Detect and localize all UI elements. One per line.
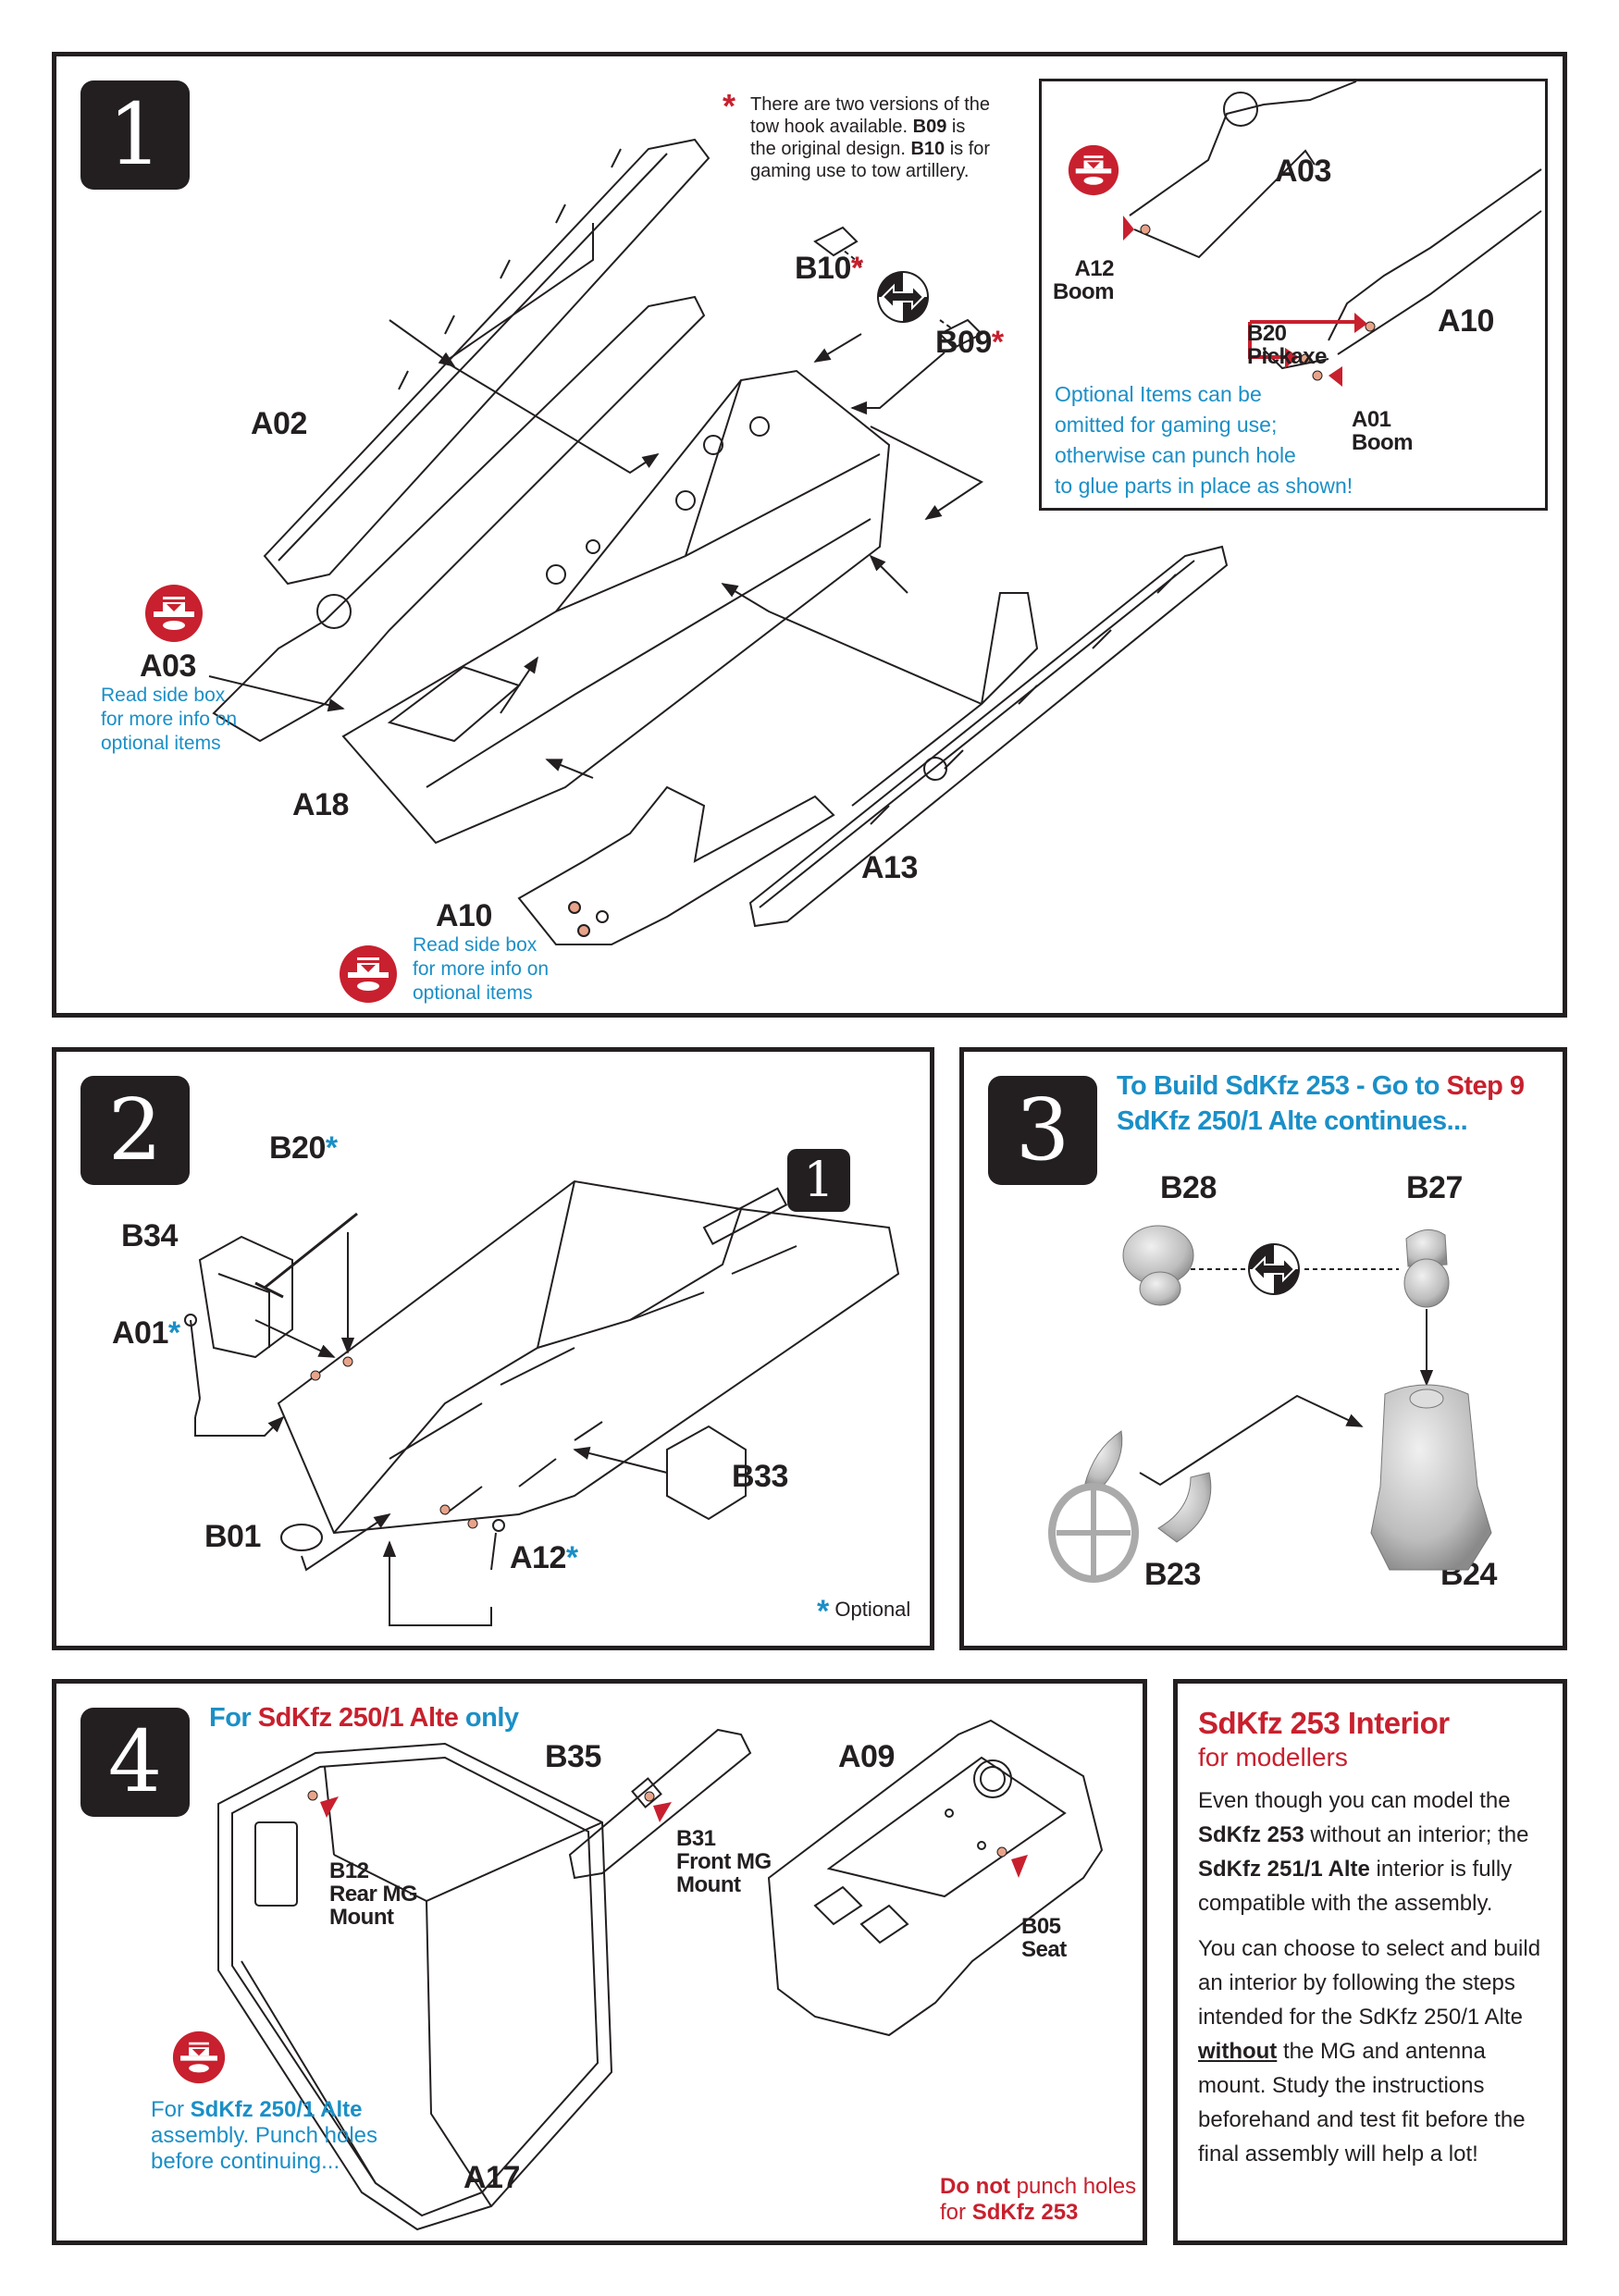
punch-hole-icon xyxy=(339,944,398,1004)
step-1-diagram xyxy=(208,138,1229,945)
label-a18: A18 xyxy=(292,787,349,822)
label-a02: A02 xyxy=(251,406,307,441)
part-b34-drawing xyxy=(198,1235,293,1359)
label-b33: B33 xyxy=(732,1459,788,1494)
step-number-badge: 2 xyxy=(80,1076,190,1185)
sidebar-paragraph-2: You can choose to select and build an in… xyxy=(1198,1936,1541,2166)
step-number-badge: 3 xyxy=(988,1076,1097,1185)
step-number-badge: 1 xyxy=(80,80,190,190)
part-b28-helmet-head xyxy=(1122,1225,1194,1306)
part-b01-drawing xyxy=(280,1524,323,1551)
part-b35-drawing xyxy=(568,1728,752,1880)
label-b09: B09* xyxy=(935,325,1004,360)
tow-hook-note: * There are two versions of the tow hook… xyxy=(723,87,991,182)
part-a10-drawing xyxy=(517,785,835,945)
part-b24-torso xyxy=(1370,1384,1492,1571)
label-b23: B23 xyxy=(1144,1557,1201,1592)
label-a13: A13 xyxy=(861,850,918,885)
punch-holes-note: For SdKfz 250/1 Alte assembly. Punch hol… xyxy=(151,2097,378,2174)
sdkfz-253-interior-sidebar: SdKfz 253 Interior for modellers Even th… xyxy=(1173,1679,1567,2245)
hull-drawing xyxy=(277,1179,900,1535)
label-a12: A12* xyxy=(510,1540,578,1575)
step-3-diagram xyxy=(1048,1225,1492,1583)
part-b23-arms-wheel xyxy=(1048,1430,1212,1583)
step-4-panel: 4 For SdKfz 250/1 Alte only B35 xyxy=(52,1679,1147,2245)
label-b27: B27 xyxy=(1406,1170,1463,1205)
step-number-badge: 4 xyxy=(80,1708,190,1817)
step-4-diagram xyxy=(217,1719,1104,2231)
punch-hole-icon xyxy=(172,2031,226,2084)
label-b35: B35 xyxy=(545,1739,601,1774)
part-a01-drawing xyxy=(190,1319,201,1418)
label-b20: B20* xyxy=(269,1130,338,1166)
punch-hole-icon xyxy=(144,584,204,643)
step-4-heading: For SdKfz 250/1 Alte only xyxy=(209,1703,519,1733)
part-a09-drawing xyxy=(767,1719,1104,2037)
step-1-panel: 1 xyxy=(52,52,1567,1018)
label-a10: A10 xyxy=(436,898,492,933)
label-b10: B10* xyxy=(795,251,863,286)
sidebar-paragraph-1: Even though you can model the SdKfz 253 … xyxy=(1198,1788,1529,1916)
inset-label-a10: A10 xyxy=(1438,303,1494,339)
punch-hole-icon xyxy=(1068,144,1119,196)
inset-diagram xyxy=(1123,80,1542,387)
sidebar-subtitle: for modellers xyxy=(1198,1743,1348,1771)
part-b20-drawing xyxy=(254,1212,358,1299)
do-not-punch-note: Do not punch holes for SdKfz 253 xyxy=(940,2174,1137,2225)
label-a17: A17 xyxy=(463,2160,520,2195)
label-b34: B34 xyxy=(121,1218,178,1253)
step-3-panel: 3 To Build SdKfz 253 - Go to Step 9 SdKf… xyxy=(959,1047,1567,1650)
reference-step-badge: 1 xyxy=(787,1149,850,1212)
step-2-diagram xyxy=(184,1179,900,1626)
part-a12-drawing xyxy=(490,1532,497,1571)
part-a03-drawing xyxy=(212,295,706,743)
part-b27-cap-head xyxy=(1403,1228,1450,1308)
inset-label-a03: A03 xyxy=(1275,154,1331,189)
step-3-heading: To Build SdKfz 253 - Go to Step 9 SdKfz … xyxy=(1117,1071,1525,1136)
sidebar-title: SdKfz 253 Interior xyxy=(1198,1706,1450,1740)
part-b33-drawing xyxy=(666,1425,747,1521)
label-a03: A03 xyxy=(140,648,196,684)
label-b01: B01 xyxy=(204,1519,261,1554)
part-a17-drawing xyxy=(217,1742,613,2231)
step-2-panel: 2 1 xyxy=(52,1047,934,1650)
part-a13-drawing xyxy=(748,545,1229,928)
label-a01: A01* xyxy=(112,1315,180,1351)
part-a18-drawing xyxy=(341,369,891,845)
label-b28: B28 xyxy=(1160,1170,1217,1205)
label-a09: A09 xyxy=(838,1739,895,1774)
asterisk-red: * xyxy=(723,87,736,125)
part-a02-drawing xyxy=(263,138,711,586)
optional-legend: * Optional xyxy=(817,1594,911,1629)
